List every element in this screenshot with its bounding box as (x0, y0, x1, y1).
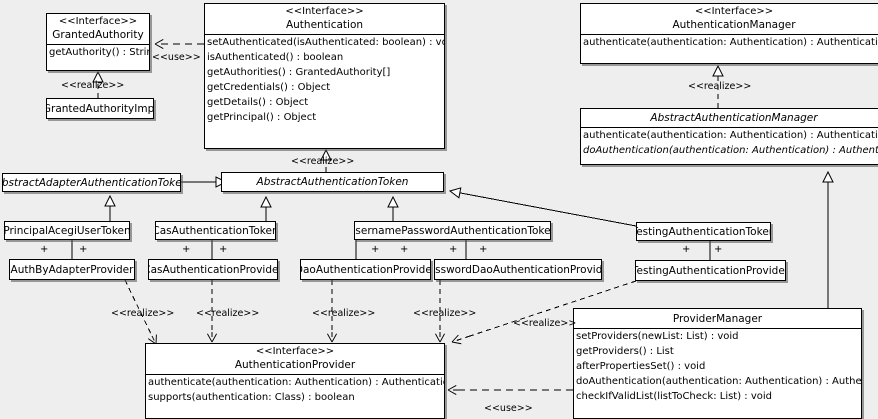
edge-label-use-authentication-grantedauthority: <<use>> (152, 52, 201, 63)
class-testing-authentication-token[interactable]: TestingAuthenticationToken (636, 222, 771, 241)
association-marker-plus: + (682, 244, 691, 255)
class-authentication-provider[interactable]: <<Interface>> AuthenticationProvider aut… (145, 343, 445, 419)
operations-compartment: setProviders(newList: List) : void getPr… (574, 329, 861, 404)
operation: getAuthorities() : GrantedAuthority[] (207, 67, 391, 78)
class-name: AuthByAdapterProvider (10, 263, 134, 276)
class-name: AuthenticationManager (672, 19, 796, 31)
class-granted-authority[interactable]: <<Interface>> GrantedAuthority getAuthor… (46, 13, 150, 71)
association-marker-plus: + (400, 244, 409, 255)
class-testing-authentication-provider[interactable]: TestingAuthenticationProvider (635, 260, 786, 281)
stereotype-label: <<Interface>> (255, 346, 335, 357)
class-abstract-authentication-token[interactable]: AbstractAuthenticationToken (221, 172, 444, 192)
operations-compartment: authenticate(authentication: Authenticat… (581, 128, 878, 158)
operation: setProviders(newList: List) : void (576, 331, 739, 342)
class-header: <<Interface>> AuthenticationManager (581, 4, 878, 34)
operation: doAuthentication(authentication: Authent… (576, 376, 861, 387)
operation: checkIfValidList(listToCheck: List) : vo… (576, 391, 773, 402)
class-name: AuthenticationProvider (234, 359, 356, 371)
compartment-divider (146, 374, 444, 375)
class-granted-authority-impl[interactable]: GrantedAuthorityImpl (46, 98, 154, 119)
association-marker-plus: + (714, 244, 723, 255)
compartment-divider (574, 328, 861, 329)
class-name: UsernamePasswordAuthenticationToken (354, 224, 551, 237)
operations-compartment: getAuthority() : String (47, 45, 149, 60)
class-name: GrantedAuthority (52, 29, 144, 41)
operation: getPrincipal() : Object (207, 112, 317, 123)
operations-compartment: authenticate(authentication: Authenticat… (581, 35, 878, 50)
operation: authenticate(authentication: Authenticat… (583, 37, 878, 48)
class-header: AbstractAuthenticationManager (581, 109, 878, 127)
operation: isAuthenticated() : boolean (207, 52, 344, 63)
class-name: AbstractAuthenticationManager (650, 112, 818, 124)
edge-label-realize-dao: <<realize>> (312, 308, 376, 319)
class-cas-authentication-provider[interactable]: CasAuthenticationProvider (148, 259, 278, 280)
association-marker-plus: + (371, 244, 380, 255)
class-name: CasAuthenticationToken (155, 224, 276, 237)
compartment-divider (205, 34, 444, 35)
edge-label-realize-cas: <<realize>> (196, 308, 260, 319)
operation: authenticate(authentication: Authenticat… (583, 130, 878, 141)
operation: getCredentials() : Object (207, 82, 331, 93)
edge-label-realize-testing: <<realize>> (513, 318, 577, 329)
association-marker-plus: + (40, 244, 49, 255)
class-dao-authentication-provider[interactable]: DaoAuthenticationProvider (300, 259, 431, 280)
class-name: ProviderManager (672, 313, 763, 325)
class-cas-authentication-token[interactable]: CasAuthenticationToken (155, 221, 276, 240)
edge-label-realize-abstractauthenticationmanager: <<realize>> (688, 81, 752, 92)
association-marker-plus: + (219, 244, 228, 255)
class-abstract-authentication-manager[interactable]: AbstractAuthenticationManager authentica… (580, 108, 878, 165)
edge-label-realize-passworddao: <<realize>> (413, 308, 477, 319)
class-header: <<Interface>> GrantedAuthority (47, 14, 149, 44)
class-name: AbstractAdapterAuthenticationToken (2, 176, 181, 189)
class-abstract-adapter-authentication-token[interactable]: AbstractAdapterAuthenticationToken (2, 173, 181, 192)
compartment-divider (47, 44, 149, 45)
operation: getProviders() : List (576, 346, 674, 357)
class-provider-manager[interactable]: ProviderManager setProviders(newList: Li… (573, 308, 862, 419)
class-header: <<Interface>> Authentication (205, 4, 444, 34)
association-marker-plus: + (479, 244, 488, 255)
class-principal-acegi-user-token[interactable]: PrincipalAcegiUserToken (4, 221, 130, 240)
edge-label-realize-authbyadapter: <<realize>> (111, 308, 175, 319)
class-authentication[interactable]: <<Interface>> Authentication setAuthenti… (204, 3, 445, 149)
stereotype-label: <<Interface>> (285, 6, 364, 17)
class-name: Authentication (285, 19, 364, 31)
class-header: ProviderManager (574, 309, 861, 328)
association-marker-plus: + (182, 244, 191, 255)
compartment-divider (581, 127, 878, 128)
operation: afterPropertiesSet() : void (576, 361, 706, 372)
edge-label-realize-abstractauthenticationtoken: <<realize>> (291, 156, 355, 167)
operation: getDetails() : Object (207, 97, 309, 108)
class-name: PasswordDaoAuthenticationProvider (435, 263, 602, 276)
operations-compartment: setAuthenticated(isAuthenticated: boolea… (205, 35, 444, 125)
edge-label-realize-grantedauthorityimpl: <<realize>> (61, 80, 125, 91)
class-authentication-manager[interactable]: <<Interface>> AuthenticationManager auth… (580, 3, 878, 64)
class-name: TestingAuthenticationProvider (635, 264, 786, 277)
compartment-divider (581, 34, 878, 35)
association-marker-plus: + (449, 244, 458, 255)
stereotype-label: <<Interface>> (694, 6, 774, 17)
operation: supports(authentication: Class) : boolea… (148, 392, 355, 403)
class-header: <<Interface>> AuthenticationProvider (146, 344, 444, 374)
operation: doAuthentication(authentication: Authent… (583, 145, 878, 156)
association-marker-plus: + (79, 244, 88, 255)
operations-compartment: authenticate(authentication: Authenticat… (146, 375, 444, 405)
class-password-dao-authentication-provider[interactable]: PasswordDaoAuthenticationProvider (434, 259, 602, 280)
operation: getAuthority() : String (49, 47, 149, 58)
operation: authenticate(authentication: Authenticat… (148, 377, 444, 388)
class-name: PrincipalAcegiUserToken (4, 224, 130, 237)
class-name: AbstractAuthenticationToken (256, 176, 409, 188)
stereotype-label: <<Interface>> (58, 16, 138, 27)
class-name: GrantedAuthorityImpl (46, 102, 154, 115)
class-name: TestingAuthenticationToken (636, 225, 771, 238)
class-name: CasAuthenticationProvider (148, 263, 278, 276)
operation: setAuthenticated(isAuthenticated: boolea… (207, 37, 444, 48)
class-name: DaoAuthenticationProvider (300, 263, 431, 276)
class-auth-by-adapter-provider[interactable]: AuthByAdapterProvider (9, 259, 135, 280)
edge-label-use-providermanager-authenticationprovider: <<use>> (484, 403, 533, 414)
class-username-password-authentication-token[interactable]: UsernamePasswordAuthenticationToken (354, 221, 551, 240)
